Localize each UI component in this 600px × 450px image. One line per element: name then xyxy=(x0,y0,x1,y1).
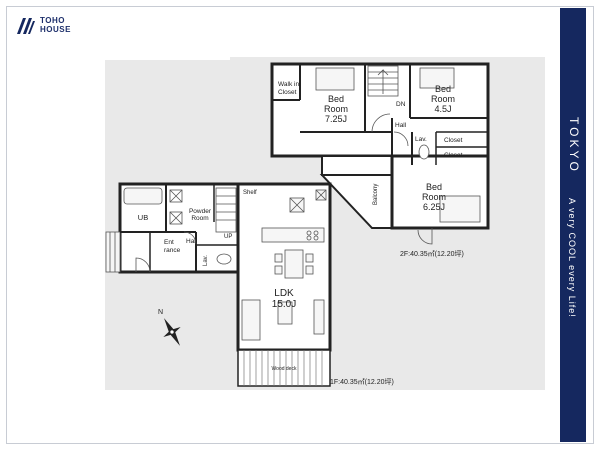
sidebar-city: TOKYO xyxy=(567,117,581,174)
walk-in-closet-line-1: Walk in xyxy=(278,81,299,88)
wood-deck-area xyxy=(237,349,331,387)
closet-1-label: Closet xyxy=(444,137,463,144)
bedroom-b-line-1: Bed xyxy=(435,84,451,94)
brand-logo: TOHO HOUSE xyxy=(14,14,71,36)
stove-icon xyxy=(306,230,319,241)
up-label: UP xyxy=(224,234,232,240)
bedroom-a-line-1: Bed xyxy=(328,94,344,104)
bedroom-c-line-1: Bed xyxy=(426,182,442,192)
hall-1f-label: Hall xyxy=(186,238,198,245)
bed-furniture xyxy=(315,67,481,223)
hall-2f-label: Hall xyxy=(395,122,407,129)
floor-2-area: 2F:40.35㎡(12.20坪) xyxy=(400,250,464,258)
toilet-2f-icon xyxy=(418,144,430,160)
floor-1-area: 1F:40.35㎡(12.20坪) xyxy=(330,378,394,386)
compass-icon xyxy=(163,318,181,346)
dining-table xyxy=(274,249,314,279)
brand-line-2: HOUSE xyxy=(40,25,71,34)
bedroom-b-size: 4.5J xyxy=(434,104,451,114)
kitchen-counter xyxy=(261,189,327,243)
powder-room-line-1: Powder xyxy=(189,208,212,215)
right-accent-bar xyxy=(560,8,586,442)
ldk-name: LDK xyxy=(274,288,294,299)
powder-room-line-2: Room xyxy=(191,215,208,222)
walk-in-closet-line-2: Closet xyxy=(278,89,297,96)
brand-mark-icon xyxy=(17,18,35,34)
floor-2-hall-extension xyxy=(321,155,393,176)
page-frame xyxy=(6,6,594,444)
stairs-2f xyxy=(367,65,399,97)
compass-north-label: N xyxy=(158,309,163,316)
lav-1f-label: Lav. xyxy=(203,255,209,266)
dn-label: DN xyxy=(396,101,406,108)
entrance-steps xyxy=(105,231,121,273)
shelf-label: Shelf xyxy=(243,190,257,196)
bedroom-c-line-2: Room xyxy=(422,192,446,202)
ub-label: UB xyxy=(138,213,148,222)
doors-2f xyxy=(371,113,433,245)
stairs-1f xyxy=(215,187,237,233)
floor-1: UB Powder Room Ent rance Hall UP Lav. Sh… xyxy=(105,182,394,387)
doors-1f xyxy=(135,231,197,273)
closet-2-label: Closet xyxy=(444,152,463,159)
brand-name: TOHO HOUSE xyxy=(40,16,71,34)
wood-deck-label: Wood deck xyxy=(272,366,297,372)
bedroom-a-line-2: Room xyxy=(324,104,348,114)
entrance-line-2: rance xyxy=(164,247,181,254)
bathtub-icon xyxy=(123,187,163,205)
toilet-1f-icon xyxy=(216,253,232,265)
washbasin-icon xyxy=(169,189,183,225)
bedroom-a-size: 7.25J xyxy=(325,114,347,124)
ldk-size: 15.0J xyxy=(272,299,296,310)
sidebar-slogan: A very COOL every Life! xyxy=(567,198,577,318)
wood-deck-boards xyxy=(243,350,323,386)
entrance-line-1: Ent xyxy=(164,239,174,246)
bedroom-c-size: 6.25J xyxy=(423,202,445,212)
floor-2: Walk in Closet Bed Room 7.25J Bed Room 4… xyxy=(270,62,490,258)
bedroom-b-line-2: Room xyxy=(431,94,455,104)
balcony-label: Balcony xyxy=(373,184,379,205)
lav-2f-label: Lav. xyxy=(415,136,427,143)
brand-line-1: TOHO xyxy=(40,16,65,25)
sofa xyxy=(241,299,325,341)
